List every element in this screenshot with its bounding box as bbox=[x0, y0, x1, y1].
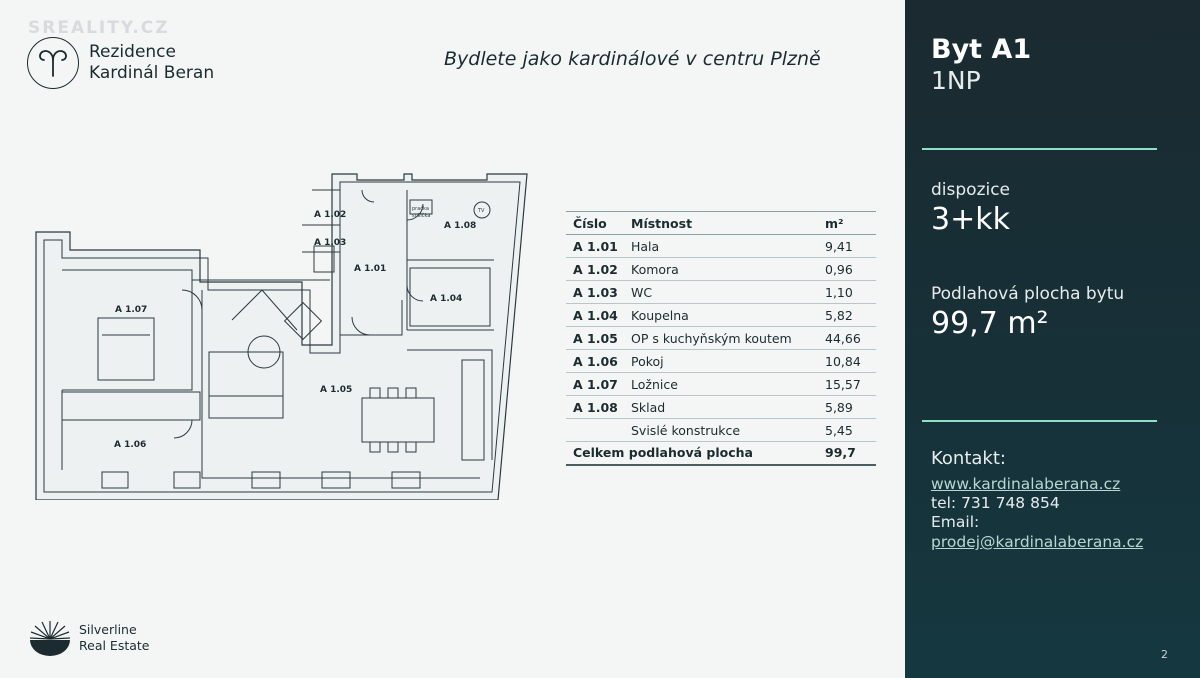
email-label: Email: bbox=[931, 513, 980, 531]
page-number: 2 bbox=[1161, 648, 1168, 661]
plan-label-a106: A 1.06 bbox=[114, 440, 146, 450]
cell-name: Svislé konstrukce bbox=[624, 418, 818, 442]
header-name: Místnost bbox=[624, 211, 818, 235]
area-value: 99,7 m² bbox=[931, 306, 1049, 341]
floor-plan: A 1.02 A 1.03 A 1.01 A 1.08 A 1.04 A 1.0… bbox=[35, 173, 528, 500]
watermark: SREALITY.CZ bbox=[28, 18, 170, 38]
cell-code: A 1.05 bbox=[566, 326, 624, 350]
cell-code: A 1.06 bbox=[566, 349, 624, 373]
cell-code: A 1.02 bbox=[566, 257, 624, 281]
table-header-row: Číslo Místnost m² bbox=[566, 211, 876, 235]
cell-code: A 1.03 bbox=[566, 280, 624, 304]
table-row: A 1.08 Sklad 5,89 bbox=[566, 395, 876, 419]
cell-area: 5,89 bbox=[818, 395, 876, 419]
cell-area: 9,41 bbox=[818, 234, 876, 258]
table-row: A 1.05 OP s kuchyňským koutem 44,66 bbox=[566, 326, 876, 350]
aries-icon bbox=[27, 37, 79, 89]
silverline-brand: Silverline Real Estate bbox=[29, 619, 149, 657]
cell-code: A 1.04 bbox=[566, 303, 624, 327]
plan-label-a105: A 1.05 bbox=[320, 385, 352, 395]
apartment-title: Byt A1 bbox=[931, 34, 1032, 65]
layout-label: dispozice bbox=[931, 180, 1011, 200]
table-row: A 1.06 Pokoj 10,84 bbox=[566, 349, 876, 373]
table-row: A 1.07 Ložnice 15,57 bbox=[566, 372, 876, 396]
plan-label-a101: A 1.01 bbox=[354, 264, 386, 274]
cell-area: 15,57 bbox=[818, 372, 876, 396]
header-area: m² bbox=[818, 211, 876, 235]
cell-area: 44,66 bbox=[818, 326, 876, 350]
table-row: Svislé konstrukce 5,45 bbox=[566, 418, 876, 442]
residence-logo: Rezidence Kardinál Beran bbox=[27, 37, 214, 89]
phone-text: tel: 731 748 854 bbox=[931, 494, 1060, 512]
plan-label-a102: A 1.02 bbox=[314, 210, 346, 220]
table-row: A 1.02 Komora 0,96 bbox=[566, 257, 876, 281]
total-area: 99,7 bbox=[818, 441, 876, 466]
table-total-row: Celkem podlahová plocha 99,7 bbox=[566, 441, 876, 466]
email-link[interactable]: prodej@kardinalaberana.cz bbox=[931, 533, 1144, 551]
plan-label-susicka: sušička bbox=[412, 212, 430, 219]
brand-line-2: Real Estate bbox=[79, 638, 150, 653]
cell-name: Pokoj bbox=[624, 349, 818, 373]
header-code: Číslo bbox=[566, 211, 624, 235]
cell-code bbox=[566, 418, 624, 442]
plan-label-tv: TV bbox=[477, 208, 485, 214]
cell-code: A 1.08 bbox=[566, 395, 624, 419]
sunrise-icon bbox=[29, 621, 71, 656]
tagline: Bydlete jako kardinálové v centru Plzně bbox=[444, 48, 821, 70]
rooms-table: Číslo Místnost m² A 1.01 Hala 9,41 A 1.0… bbox=[566, 211, 876, 466]
total-label: Celkem podlahová plocha bbox=[566, 441, 818, 466]
brand-text: Silverline Real Estate bbox=[79, 622, 149, 654]
logo-line-1: Rezidence bbox=[89, 42, 176, 62]
cell-area: 5,45 bbox=[818, 418, 876, 442]
area-label: Podlahová plocha bytu bbox=[931, 284, 1125, 304]
plan-label-a108: A 1.08 bbox=[444, 221, 476, 231]
cell-name: Sklad bbox=[624, 395, 818, 419]
cell-name: Hala bbox=[624, 234, 818, 258]
plan-label-a104: A 1.04 bbox=[430, 294, 462, 304]
cell-area: 5,82 bbox=[818, 303, 876, 327]
cell-name: OP s kuchyňským koutem bbox=[624, 326, 818, 350]
cell-name: Komora bbox=[624, 257, 818, 281]
cell-name: Ložnice bbox=[624, 372, 818, 396]
logo-line-2: Kardinál Beran bbox=[89, 63, 215, 83]
logo-text: Rezidence Kardinál Beran bbox=[89, 42, 214, 84]
brand-line-1: Silverline bbox=[79, 622, 137, 637]
divider bbox=[922, 148, 1157, 150]
table-row: A 1.03 WC 1,10 bbox=[566, 280, 876, 304]
cell-area: 1,10 bbox=[818, 280, 876, 304]
website-link[interactable]: www.kardinalaberana.cz bbox=[931, 475, 1121, 493]
cell-name: Koupelna bbox=[624, 303, 818, 327]
table-row: A 1.01 Hala 9,41 bbox=[566, 234, 876, 258]
plan-label-a107: A 1.07 bbox=[115, 305, 147, 315]
cell-area: 0,96 bbox=[818, 257, 876, 281]
info-panel: Byt A1 1NP dispozice 3+kk Podlahová ploc… bbox=[905, 0, 1200, 678]
layout-value: 3+kk bbox=[931, 202, 1010, 237]
apartment-floor: 1NP bbox=[931, 66, 981, 95]
contact-title: Kontakt: bbox=[931, 448, 1006, 469]
table-row: A 1.04 Koupelna 5,82 bbox=[566, 303, 876, 327]
divider bbox=[922, 420, 1157, 422]
cell-code: A 1.01 bbox=[566, 234, 624, 258]
plan-label-a103: A 1.03 bbox=[314, 238, 346, 248]
cell-code: A 1.07 bbox=[566, 372, 624, 396]
plan-label-pracka: pračka bbox=[412, 205, 429, 212]
cell-area: 10,84 bbox=[818, 349, 876, 373]
cell-name: WC bbox=[624, 280, 818, 304]
